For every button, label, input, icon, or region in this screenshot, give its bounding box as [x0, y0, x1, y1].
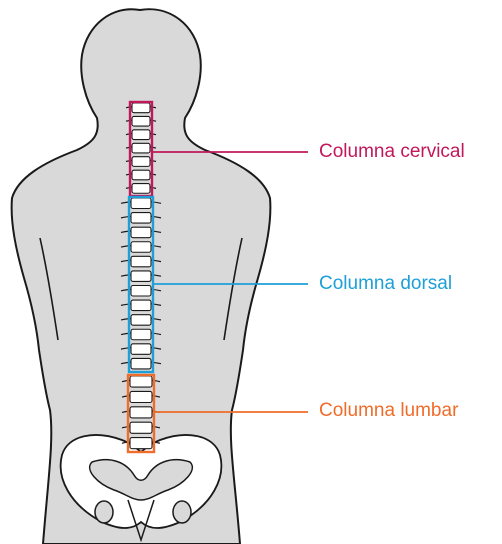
- label-lumbar: Columna lumbar: [319, 400, 458, 422]
- vertebra-cervical: [132, 103, 150, 113]
- vertebra-dorsal: [131, 300, 151, 311]
- vertebra-lumbar: [130, 422, 152, 433]
- vertebra-dorsal: [131, 271, 151, 282]
- vertebra-lumbar: [130, 407, 152, 418]
- vertebra-dorsal: [131, 329, 151, 340]
- vertebra-dorsal: [131, 256, 151, 267]
- vertebra-lumbar: [130, 438, 152, 449]
- vertebra-dorsal: [131, 227, 151, 238]
- vertebra-dorsal: [131, 242, 151, 253]
- label-cervical: Columna cervical: [319, 141, 465, 163]
- vertebra-cervical: [132, 130, 150, 140]
- vertebra-cervical: [132, 143, 150, 153]
- vertebra-cervical: [132, 116, 150, 126]
- vertebra-dorsal: [131, 198, 151, 209]
- vertebra-cervical: [132, 170, 150, 180]
- vertebra-dorsal: [131, 286, 151, 297]
- vertebra-lumbar: [130, 391, 152, 402]
- label-dorsal: Columna dorsal: [319, 273, 452, 295]
- vertebra-cervical: [132, 184, 150, 194]
- vertebra-dorsal: [131, 344, 151, 355]
- vertebra-lumbar: [130, 376, 152, 387]
- vertebra-cervical: [132, 157, 150, 167]
- vertebra-dorsal: [131, 358, 151, 369]
- vertebra-dorsal: [131, 315, 151, 326]
- vertebra-dorsal: [131, 213, 151, 224]
